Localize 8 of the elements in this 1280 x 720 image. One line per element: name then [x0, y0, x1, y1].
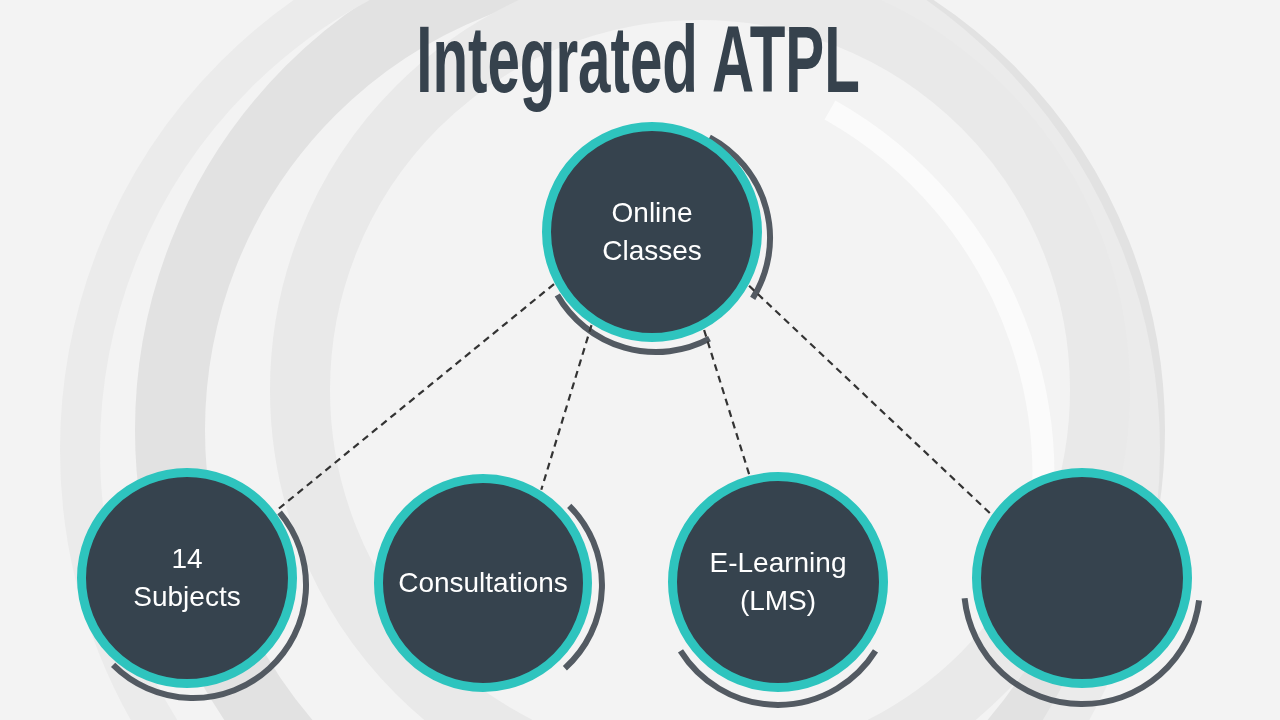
- dashed-connector: [703, 329, 751, 476]
- dashed-connector: [748, 285, 992, 516]
- title: Integrated ATPL: [416, 8, 860, 112]
- node-label: E-Learning (LMS): [708, 546, 848, 618]
- node-label: Online Classes: [601, 196, 703, 268]
- node-label: Consultations: [398, 566, 568, 600]
- dashed-connector: [540, 324, 593, 491]
- node-label: 14 Subjects: [132, 542, 242, 614]
